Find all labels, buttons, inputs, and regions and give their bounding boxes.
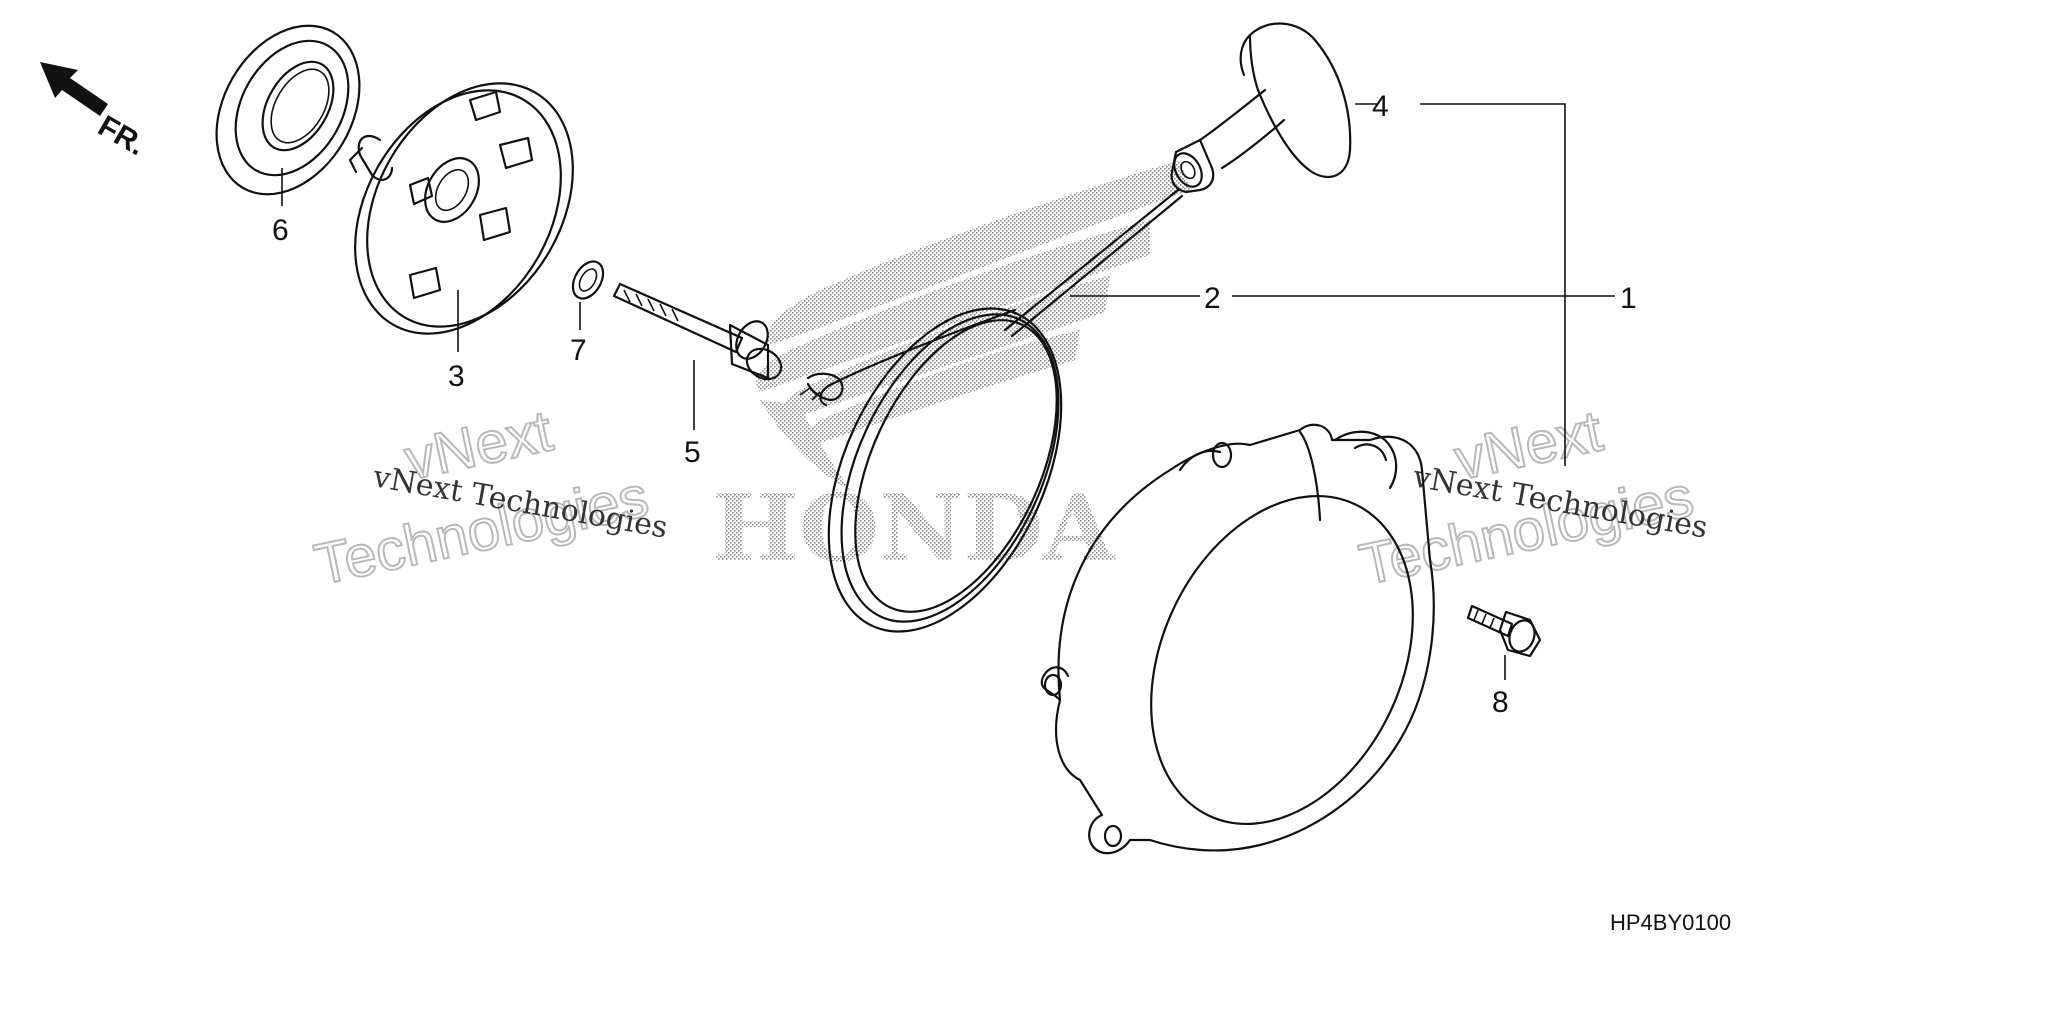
part-7-washer [571,260,605,300]
honda-wing-logo: HONDA [712,160,1190,582]
callout-6: 6 [272,214,289,247]
part-1-starter-cover [1040,423,1435,855]
watermark-left: vNext Technologies vNext Technologies [308,397,670,598]
front-direction-arrow-icon [40,62,108,116]
diagram-code: HP4BY0100 [1610,910,1731,935]
callout-3: 3 [448,360,465,393]
watermark-right: vNext Technologies vNext Technologies [1353,397,1710,598]
callout-1: 1 [1620,282,1637,315]
callout-7: 7 [570,334,587,367]
part-5-shaft [612,282,783,381]
part-3-pulley [348,82,574,335]
callout-2: 2 [1204,282,1221,315]
part-4-starter-grip [1170,22,1352,194]
leader-lines [281,103,1615,680]
front-direction-indicator: FR. [40,62,151,162]
part-6-seal [215,24,361,196]
callout-4: 4 [1372,90,1389,123]
callout-8: 8 [1492,686,1509,719]
callouts: 6 3 7 5 4 2 1 8 [272,90,1637,719]
honda-logo-text: HONDA [712,474,1116,582]
callout-5: 5 [684,436,701,469]
part-2-recoil-rope [799,188,1184,633]
part-8-bolt [1466,604,1542,658]
front-direction-label: FR. [93,109,151,162]
